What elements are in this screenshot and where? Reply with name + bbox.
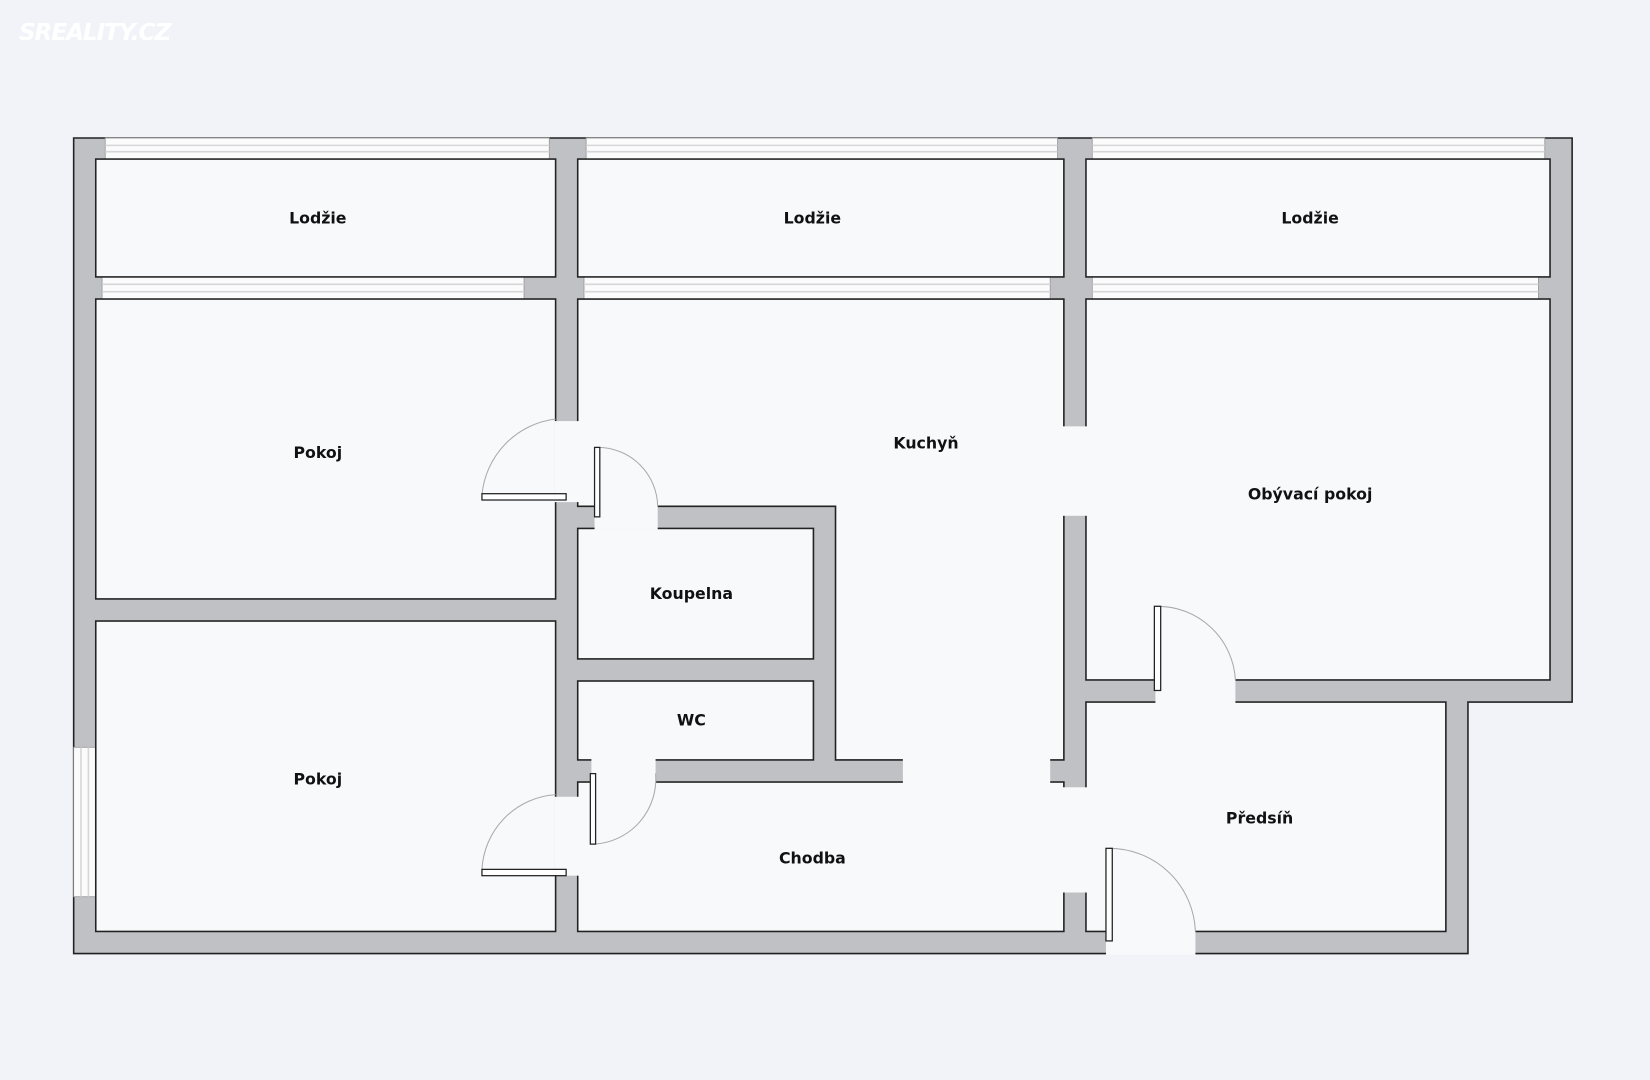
label-lodzie-3: Lodžie [1281,209,1338,228]
room-pokoj-1 [94,298,557,600]
room-chodba [576,781,1065,933]
room-lodzie-3 [1085,158,1551,278]
label-pokoj-2: Pokoj [293,769,342,788]
door-openings [554,421,1236,955]
label-chodba: Chodba [779,848,846,867]
door-wc [589,772,657,845]
door-koupelna [593,446,659,518]
room-kuchyn [576,298,1065,761]
label-lodzie-2: Lodžie [784,209,841,228]
room-lodzie-1 [94,158,557,278]
door-obyvaci-pokoj [1153,605,1236,692]
door-entrance [1105,847,1196,942]
room-predsin [1085,701,1447,933]
label-pokoj-1: Pokoj [293,443,342,462]
sreality-logo: SREALITY.CZ [19,20,173,46]
door-pokoj-2 [481,794,567,877]
room-pokoj-2 [94,620,557,933]
room-lodzie-2 [576,158,1065,278]
label-obyvaci-pokoj: Obývací pokoj [1248,484,1373,503]
label-lodzie-1: Lodžie [289,209,346,228]
room-wc [576,680,815,761]
label-wc: WC [677,710,706,729]
door-pokoj-1 [481,418,567,501]
room-koupelna [576,527,815,660]
label-kuchyn: Kuchyň [893,434,958,453]
label-koupelna: Koupelna [650,584,733,603]
label-predsin: Předsíň [1226,808,1293,827]
